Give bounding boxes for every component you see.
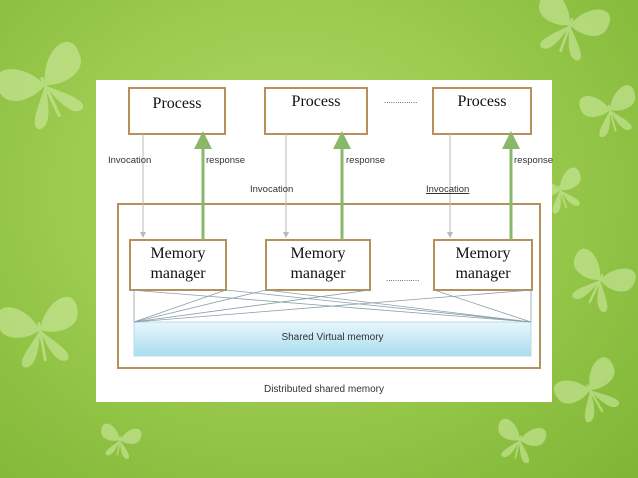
butterfly-icon bbox=[525, 0, 613, 67]
distributed-memory-frame bbox=[117, 203, 541, 369]
process-box-1 bbox=[128, 87, 226, 135]
process-label-1: Process bbox=[152, 95, 202, 112]
butterfly-icon bbox=[0, 38, 102, 139]
memory-manager-label-3: Memory manager bbox=[434, 244, 532, 284]
memory-manager-line1: Memory bbox=[290, 245, 346, 262]
memory-manager-label-1: Memory manager bbox=[130, 244, 226, 284]
invocation-label-2: Invocation bbox=[250, 184, 294, 195]
invocation-label-3: Invocation bbox=[426, 184, 470, 195]
butterfly-icon bbox=[550, 354, 632, 431]
butterfly-icon bbox=[577, 83, 638, 141]
invocation-label-1: Invocation bbox=[108, 155, 152, 166]
diagram-drawing bbox=[117, 87, 541, 369]
butterfly-icon bbox=[558, 245, 638, 319]
memory-manager-line1: Memory bbox=[150, 245, 206, 262]
memory-manager-line2: manager bbox=[150, 265, 206, 282]
memory-manager-line1: Memory bbox=[455, 245, 511, 262]
connection-lines bbox=[129, 289, 533, 323]
butterfly-icon bbox=[97, 422, 143, 461]
butterfly-icon bbox=[491, 417, 548, 467]
process-label-3: Process bbox=[457, 93, 507, 110]
shared-memory-label: Shared Virtual memory bbox=[281, 332, 384, 343]
memory-manager-line2: manager bbox=[290, 265, 346, 282]
butterfly-icon bbox=[0, 295, 86, 372]
response-label-1: response bbox=[206, 155, 246, 166]
memory-manager-box-1 bbox=[129, 239, 227, 291]
process-label-2: Process bbox=[291, 93, 341, 110]
memory-manager-box-3 bbox=[433, 239, 533, 291]
process-box-3 bbox=[432, 87, 532, 135]
process-ellipsis: ............... bbox=[384, 96, 418, 105]
process-box-2 bbox=[264, 87, 368, 135]
memory-manager-line2: manager bbox=[455, 265, 511, 282]
diagram-caption: Distributed shared memory bbox=[263, 384, 385, 395]
shared-memory-bar bbox=[133, 321, 532, 357]
memory-manager-label-2: Memory manager bbox=[266, 244, 370, 284]
response-label-2: response bbox=[346, 155, 386, 166]
dsm-diagram: Process Process Process Memory manager M… bbox=[96, 80, 554, 402]
memory-manager-box-2 bbox=[265, 239, 371, 291]
manager-ellipsis: ............... bbox=[386, 274, 420, 283]
response-label-3: response bbox=[514, 155, 554, 166]
